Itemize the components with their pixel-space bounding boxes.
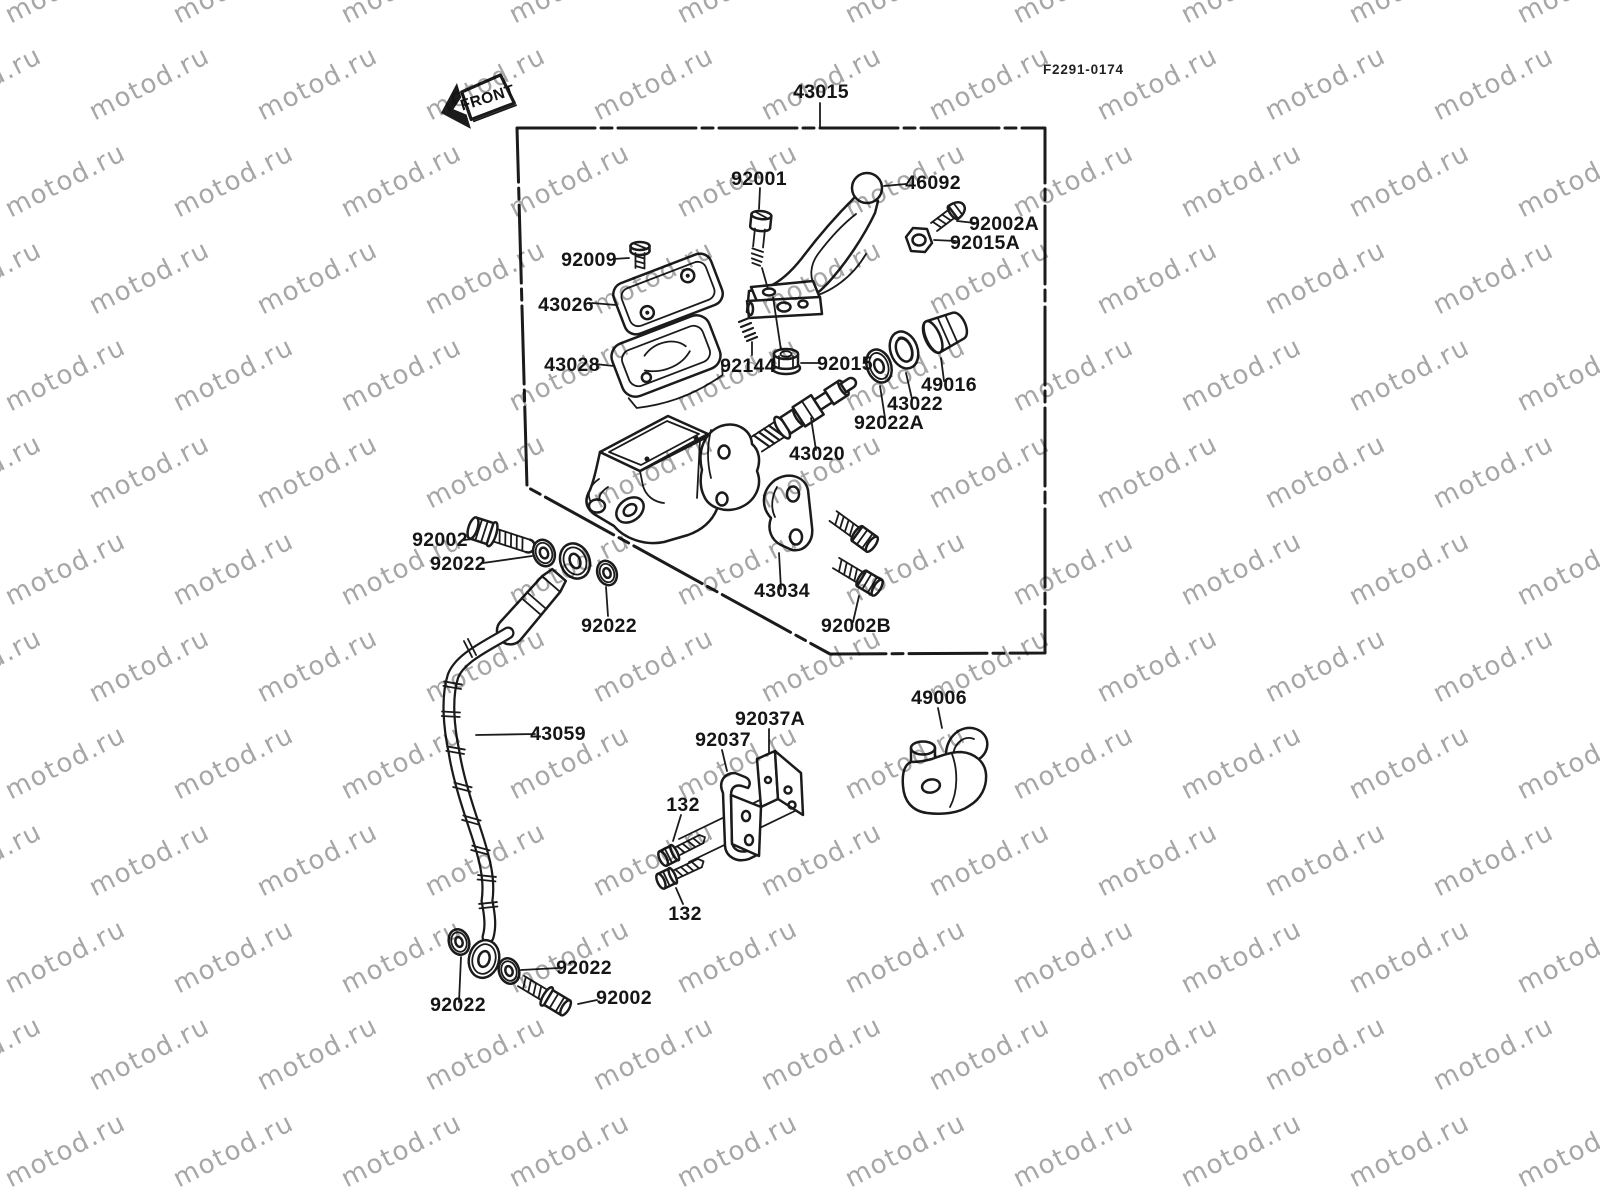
banjo-washer-upper-a-drawing	[531, 538, 557, 568]
label-92002b: 92002B	[821, 615, 891, 637]
label-92022a: 92022A	[854, 412, 924, 434]
label-43020: 43020	[789, 443, 845, 465]
front-arrow: FRONT	[441, 73, 517, 129]
brake-hose-drawing	[440, 626, 515, 944]
label-49016: 49016	[921, 374, 977, 396]
label-43026: 43026	[538, 294, 594, 316]
banjo-bolt-lower-drawing	[517, 974, 573, 1017]
locknut-drawing	[770, 347, 802, 376]
label-132-upper: 132	[666, 794, 699, 816]
label-46092: 46092	[905, 172, 961, 194]
label-92002a: 92002A	[969, 213, 1039, 235]
banjo-washer-lower-a-drawing	[447, 928, 471, 956]
label-92015: 92015	[817, 353, 873, 375]
label-92022-lower-b: 92022	[556, 957, 612, 979]
label-132-lower: 132	[668, 903, 701, 925]
label-92037: 92037	[695, 729, 751, 751]
washer-92022a-drawing	[865, 348, 893, 384]
label-92037a: 92037A	[735, 708, 805, 730]
part-labels: 43015 92001 46092 92002A 92015A 92009 43…	[412, 81, 1039, 1016]
adjuster-spring-drawing	[737, 316, 759, 343]
label-92022-lower-a: 92022	[430, 994, 486, 1016]
label-43059: 43059	[530, 723, 586, 745]
hose-upper-fitting-drawing	[495, 542, 592, 646]
label-43022: 43022	[887, 393, 943, 415]
clamp-bolt-upper-drawing	[828, 510, 880, 554]
label-92009: 92009	[561, 249, 617, 271]
master-cylinder-body-drawing	[585, 414, 761, 545]
bracket-screw-lower-drawing	[655, 858, 705, 890]
label-43028: 43028	[544, 354, 600, 376]
bracket-screw-upper-drawing	[657, 834, 706, 868]
label-92022-upper-a: 92022	[430, 553, 486, 575]
hose-lower-fitting-drawing	[467, 938, 501, 980]
label-92002-lower: 92002	[596, 987, 652, 1009]
cap-screw-drawing	[629, 240, 651, 270]
lever-nut-drawing	[904, 226, 934, 254]
label-43034: 43034	[754, 580, 810, 602]
label-92022-upper-b: 92022	[581, 615, 637, 637]
handlebar-clamp-drawing	[762, 474, 814, 552]
dust-boot-drawing	[921, 311, 969, 354]
seal-washer-drawing	[888, 330, 920, 370]
label-92002-upper: 92002	[412, 529, 468, 551]
brake-lever-drawing	[745, 171, 884, 351]
label-92144: 92144	[720, 355, 776, 377]
lever-screw-drawing	[930, 200, 966, 232]
assembly-boundary-box	[515, 126, 1047, 656]
front-arrow-head-icon	[441, 83, 471, 129]
label-49006: 49006	[911, 687, 967, 709]
reservoir-cap-drawing	[612, 252, 724, 336]
hose-bracket-drawing	[678, 749, 805, 863]
label-92001: 92001	[731, 168, 787, 190]
pivot-bolt-drawing	[748, 209, 773, 267]
hose-joint-drawing	[901, 726, 989, 815]
piston-assembly-drawing	[751, 376, 858, 453]
diaphragm-drawing	[610, 314, 724, 409]
label-43015: 43015	[793, 81, 849, 103]
figure-code: F2291-0174	[1043, 62, 1124, 77]
label-92015a: 92015A	[950, 232, 1020, 254]
banjo-washer-lower-b-drawing	[497, 957, 521, 985]
banjo-bolt-upper-drawing	[466, 516, 536, 554]
banjo-washer-upper-b-drawing	[595, 559, 619, 587]
clamp-bolt-lower-drawing	[832, 556, 884, 597]
